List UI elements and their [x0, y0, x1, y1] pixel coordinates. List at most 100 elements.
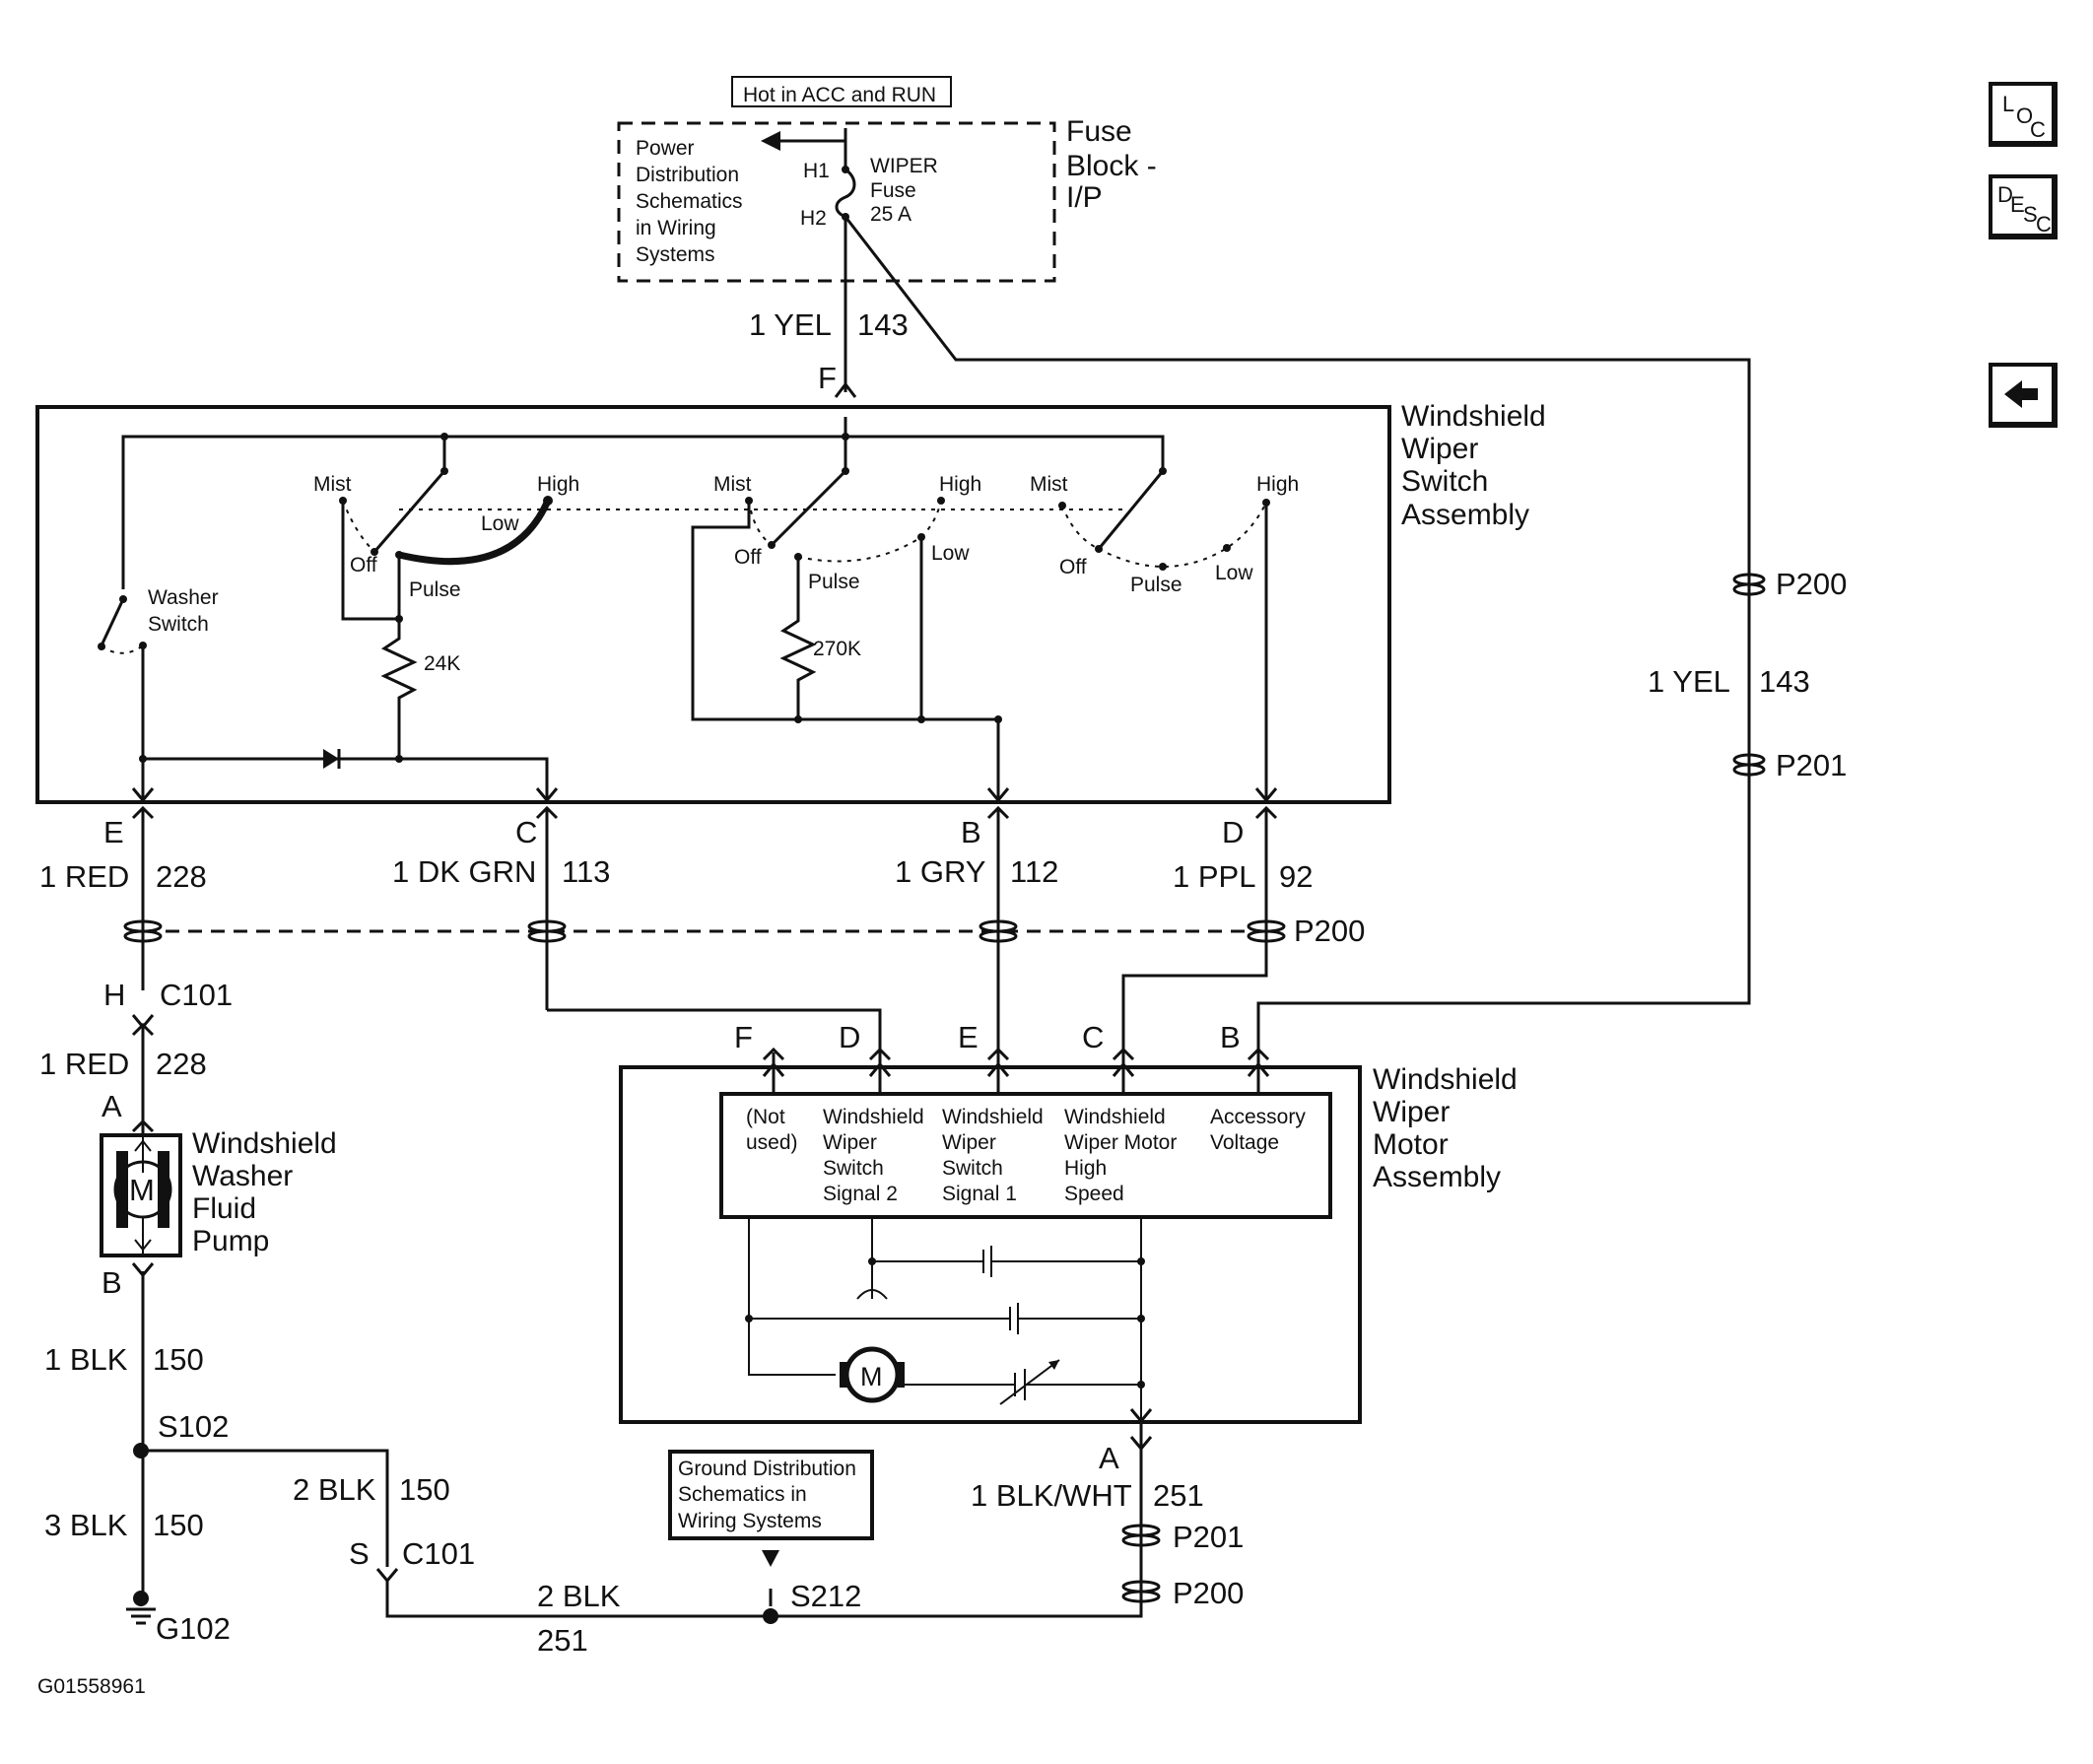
- motor-ground-color: 1 BLK/WHT: [971, 1478, 1132, 1513]
- wiper-motor-icon: [844, 1346, 901, 1403]
- pump-title-2: Washer: [192, 1160, 293, 1192]
- fn-e-3: Switch: [942, 1157, 1003, 1180]
- p200-marker-b: [979, 919, 1018, 943]
- desc-letter-d: D: [1997, 182, 2013, 207]
- wire-b-color: 1 GRY: [895, 854, 985, 889]
- c101-pin-h: H: [103, 978, 125, 1012]
- s2-pulse: Pulse: [808, 571, 860, 593]
- ground-note-3: Wiring Systems: [678, 1510, 822, 1532]
- desc-letter-s: S: [2023, 202, 2038, 227]
- fuse-block-title-3: I/P: [1066, 181, 1103, 214]
- fn-b-2: Voltage: [1210, 1131, 1279, 1154]
- p200-marker-ground: [1121, 1580, 1161, 1603]
- fn-f-1: (Not: [746, 1106, 785, 1128]
- wire-3blk-circuit: 150: [153, 1508, 204, 1542]
- fn-e-1: Windshield: [942, 1106, 1044, 1128]
- s1-mist: Mist: [313, 473, 352, 496]
- wire-2blk-150-circuit: 150: [399, 1472, 450, 1507]
- motor-title-3: Motor: [1373, 1128, 1449, 1161]
- fn-d-1: Windshield: [823, 1106, 924, 1128]
- pin-d: D: [1222, 815, 1244, 849]
- s3-off: Off: [1059, 556, 1087, 578]
- pump-motor-symbol: M: [129, 1173, 155, 1207]
- switch-section-2: Mist High Low Off Pulse 270K: [691, 467, 1002, 798]
- diode-icon: [323, 749, 339, 769]
- feed-pin-f: F: [818, 361, 837, 395]
- figure-id: G01558961: [37, 1675, 146, 1698]
- power-note-3: Schematics: [636, 190, 743, 213]
- description-button[interactable]: D E S C: [1989, 174, 2058, 239]
- wiper-motor-assembly: F D E C B Windshield Wiper Motor Assembl…: [619, 1020, 1518, 1610]
- resistor-24k-label: 24K: [424, 652, 460, 675]
- s3-high: High: [1256, 473, 1299, 496]
- p201-label-right: P201: [1776, 748, 1847, 782]
- back-button[interactable]: [1989, 363, 2058, 428]
- splice-s102: S102: [158, 1409, 229, 1444]
- splice-s102-dot: [133, 1443, 149, 1459]
- switch-title-3: Switch: [1401, 465, 1488, 498]
- switch-section-1: Mist High Low Off Pulse 24K: [139, 467, 579, 798]
- ground-note-2: Schematics in: [678, 1483, 807, 1506]
- desc-letter-e: E: [2010, 192, 2025, 217]
- motor-title-4: Assembly: [1373, 1161, 1501, 1193]
- pump-box: [100, 1133, 182, 1257]
- power-arrow-icon: [761, 131, 780, 151]
- p200-label: P200: [1294, 914, 1365, 948]
- s3-mist: Mist: [1030, 473, 1068, 496]
- ground-g102: G102: [156, 1611, 231, 1646]
- splice-s212-dot: [763, 1608, 778, 1624]
- p201-marker-right: [1732, 753, 1766, 777]
- s1-off: Off: [350, 554, 377, 577]
- washer-switch-label-2: Switch: [148, 613, 209, 636]
- s1-pulse: Pulse: [409, 578, 461, 601]
- fn-c-3: High: [1064, 1157, 1107, 1180]
- motor-ground-circuit: 251: [1153, 1478, 1204, 1513]
- loc-letter-l: L: [2002, 92, 2015, 116]
- right-wire-color: 1 YEL: [1648, 664, 1730, 699]
- pump-title-1: Windshield: [192, 1127, 337, 1160]
- feed-wire-circuit: 143: [857, 307, 909, 342]
- left-arrow-icon: [2004, 380, 2038, 408]
- fn-d-2: Wiper: [823, 1131, 877, 1154]
- s2-mist: Mist: [713, 473, 752, 496]
- wire-d-color: 1 PPL: [1173, 859, 1255, 894]
- resistor-270k-icon: [779, 557, 817, 719]
- ground-note-box: [668, 1450, 874, 1540]
- connector-chevron-icon: [834, 381, 857, 398]
- fn-c-4: Speed: [1064, 1183, 1124, 1205]
- switch-assembly-box: [35, 405, 1391, 804]
- resistor-24k-icon: [380, 619, 418, 759]
- s1-high: High: [537, 473, 579, 496]
- feed-wires: 1 YEL 143 F P200 1 YEL 143 P201: [749, 216, 1847, 1052]
- motor-pin-b: B: [1220, 1020, 1241, 1054]
- wire-e-circuit: 228: [156, 859, 207, 894]
- loc-letter-o: O: [2016, 103, 2034, 128]
- feed-wire-color: 1 YEL: [749, 307, 832, 342]
- pin-c: C: [515, 815, 537, 849]
- fn-f-2: used): [746, 1131, 798, 1154]
- wire-2blk-150-color: 2 BLK: [293, 1472, 376, 1507]
- fuse-block-title-2: Block -: [1066, 150, 1157, 182]
- low-contact-bar: [398, 499, 552, 566]
- pin-e: E: [103, 815, 124, 849]
- desc-letter-c: C: [2036, 212, 2052, 237]
- pump-title-3: Fluid: [192, 1192, 256, 1225]
- motor-pin-d: D: [839, 1020, 860, 1054]
- pump-wire-circuit: 228: [156, 1047, 207, 1081]
- wire-2blk-251-circuit: 251: [537, 1623, 588, 1658]
- splice-s212: S212: [790, 1579, 861, 1613]
- power-note-5: Systems: [636, 243, 715, 266]
- motor-pin-c: C: [1082, 1020, 1104, 1054]
- switch-title-2: Wiper: [1401, 433, 1478, 465]
- p200-marker-c: [527, 919, 567, 943]
- location-button[interactable]: L O C: [1989, 82, 2058, 147]
- pump-pin-b: B: [101, 1265, 122, 1300]
- wire-2blk-251-color: 2 BLK: [537, 1579, 621, 1613]
- wire-e-color: 1 RED: [39, 859, 129, 894]
- fuse-name-3: 25 A: [870, 203, 911, 226]
- p200-marker-d: [1247, 919, 1286, 943]
- c101-ground-label: C101: [402, 1536, 475, 1571]
- p200-marker-right: [1732, 573, 1766, 596]
